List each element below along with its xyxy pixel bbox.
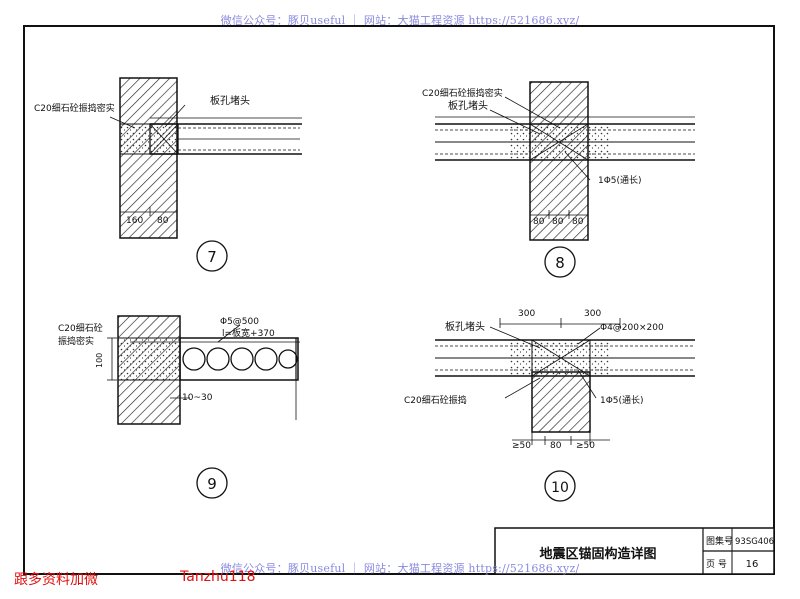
dim-8-a: 80 (533, 217, 545, 227)
dim-7-a: 160 (126, 216, 143, 226)
wall-7 (119, 77, 178, 239)
title-block-set-label: 图集号 (706, 535, 733, 547)
dim-10-bot-c: ≥50 (576, 441, 595, 451)
title-block: 地震区锚固构造详图 图集号 93SG406 页 号 16 (494, 527, 775, 575)
label-c20-10: C20细石砼振捣 (404, 394, 467, 406)
label-c20-9-a: C20细石砼 (58, 322, 103, 334)
sheet-border (23, 25, 775, 575)
dim-10-bot-b: 80 (550, 441, 562, 451)
dim-8-c: 80 (572, 217, 584, 227)
title-block-set-value: 93SG406 (735, 537, 774, 547)
detail-10-number: 10 (551, 480, 569, 496)
label-plug-10: 板孔堵头 (445, 320, 485, 333)
label-len-9: l=板宽+370 (222, 327, 275, 339)
grout-9 (117, 337, 181, 381)
label-plug-7: 板孔堵头 (210, 94, 250, 107)
detail-7-number: 7 (207, 248, 217, 266)
label-plug-8: 板孔堵头 (448, 99, 488, 112)
dim-10-top-a: 300 (518, 309, 535, 319)
label-long-10: 1Φ5(通长) (600, 394, 644, 406)
label-c20-7: C20细石砼振捣密实 (34, 102, 115, 114)
detail-9: 10~30 100 C20细石砼 振捣密实 Φ5@500 l=板宽+370 9 (58, 315, 300, 499)
label-rebar-10: Φ4@200×200 (600, 323, 664, 333)
label-rebar-9: Φ5@500 (220, 317, 259, 327)
title-block-page-label: 页 号 (706, 559, 727, 570)
title-block-page-value: 16 (746, 559, 759, 570)
label-h-9: 100 (95, 353, 104, 368)
label-c20-8: C20细石砼振捣密实 (422, 87, 503, 99)
label-gap-9: 10~30 (182, 393, 213, 403)
dim-8-b: 80 (552, 217, 564, 227)
detail-7-badge (196, 240, 228, 272)
detail-8-badge (544, 246, 576, 278)
dim-7-b: 80 (157, 216, 169, 226)
label-rebar-8: 1Φ5(通长) (598, 174, 642, 186)
dim-10-top-b: 300 (584, 309, 601, 319)
hollow-slab-9 (179, 337, 299, 381)
wall-8 (529, 81, 589, 241)
detail-8: C20细石砼振捣密实 板孔堵头 1Φ5(通长) 80 80 80 8 (422, 81, 695, 278)
grout-7 (119, 123, 179, 155)
detail-10-badge (544, 470, 576, 502)
detail-10: 300 300 板孔堵头 Φ4@200×200 C20细石砼振捣 1Φ5(通长)… (404, 309, 695, 502)
detail-8-number: 8 (555, 254, 565, 272)
watermark-top: 微信公众号：豚贝useful ｜ 网站：大猫工程资源 https://52168… (220, 14, 580, 27)
detail-7: C20细石砼振捣密实 板孔堵头 160 80 7 (34, 77, 302, 272)
label-c20-9-b: 振捣密实 (58, 335, 94, 347)
detail-9-badge (196, 467, 228, 499)
wall-10 (531, 371, 591, 433)
detail-9-number: 9 (207, 475, 217, 493)
watermark-bottom: 微信公众号：豚贝useful ｜ 网站：大猫工程资源 https://52168… (220, 562, 580, 575)
corner-note-right: Tanzhu118 (180, 569, 256, 585)
corner-note-left: 跟多资料加微 (14, 572, 98, 588)
dim-10-bot-a: ≥50 (512, 441, 531, 451)
title-block-title: 地震区锚固构造详图 (539, 546, 656, 562)
